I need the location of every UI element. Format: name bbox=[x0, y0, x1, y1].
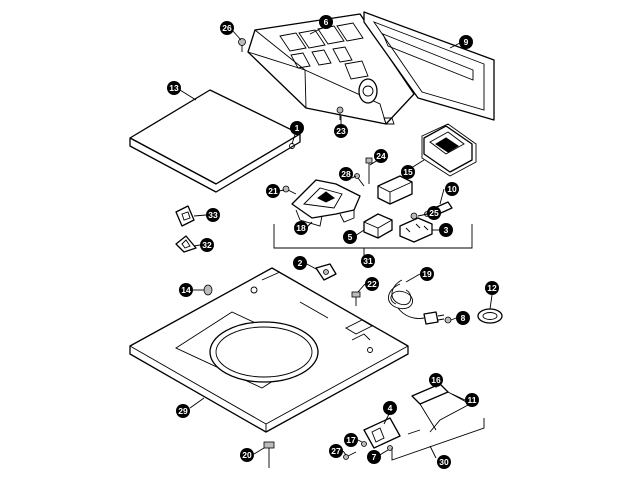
screw-27 bbox=[343, 451, 357, 460]
callout-16: 16 bbox=[429, 373, 443, 387]
callout-32: 32 bbox=[200, 238, 214, 252]
svg-text:11: 11 bbox=[468, 395, 477, 405]
svg-text:19: 19 bbox=[422, 269, 432, 279]
callout-4: 4 bbox=[383, 401, 397, 415]
svg-text:2: 2 bbox=[298, 258, 303, 268]
callout-2: 2 bbox=[293, 256, 307, 270]
callout-30: 30 bbox=[437, 455, 451, 469]
callout-21: 21 bbox=[266, 184, 280, 198]
cap-14 bbox=[203, 284, 213, 296]
power-cord bbox=[388, 279, 445, 325]
svg-text:6: 6 bbox=[324, 17, 329, 27]
callout-11: 11 bbox=[465, 393, 479, 407]
svg-text:24: 24 bbox=[376, 151, 386, 161]
console-panel bbox=[247, 13, 415, 125]
svg-text:18: 18 bbox=[296, 223, 306, 233]
callout-14: 14 bbox=[179, 283, 193, 297]
hinge-32 bbox=[175, 235, 197, 253]
actuator-assembly bbox=[363, 383, 471, 449]
callout-27: 27 bbox=[329, 444, 343, 458]
screw-25 bbox=[410, 212, 418, 220]
relay-block bbox=[377, 175, 413, 205]
screw-7 bbox=[387, 445, 393, 451]
switch-module bbox=[423, 125, 473, 173]
callout-18: 18 bbox=[294, 221, 308, 235]
screw-24 bbox=[365, 157, 373, 184]
svg-text:20: 20 bbox=[242, 450, 252, 460]
svg-text:13: 13 bbox=[169, 83, 179, 93]
callout-19: 19 bbox=[420, 267, 434, 281]
callout-29: 29 bbox=[176, 404, 190, 418]
svg-text:17: 17 bbox=[346, 435, 356, 445]
callout-24: 24 bbox=[374, 149, 388, 163]
svg-text:33: 33 bbox=[208, 210, 218, 220]
svg-text:1: 1 bbox=[295, 123, 300, 133]
bolt-20 bbox=[263, 441, 275, 468]
svg-text:12: 12 bbox=[487, 283, 497, 293]
callout-17: 17 bbox=[344, 433, 358, 447]
svg-text:5: 5 bbox=[348, 232, 353, 242]
switch-3 bbox=[399, 217, 433, 243]
svg-text:32: 32 bbox=[202, 240, 212, 250]
svg-text:15: 15 bbox=[403, 167, 413, 177]
screw-21 bbox=[282, 185, 297, 195]
svg-text:29: 29 bbox=[178, 406, 188, 416]
lid bbox=[129, 89, 301, 193]
lid-switch-bracket bbox=[291, 179, 361, 227]
callout-10: 10 bbox=[445, 182, 459, 196]
svg-text:31: 31 bbox=[363, 256, 373, 266]
assembly-bracket-30 bbox=[391, 418, 485, 461]
svg-text:3: 3 bbox=[444, 225, 449, 235]
hinge-33 bbox=[175, 205, 195, 227]
callout-31: 31 bbox=[361, 254, 375, 268]
svg-text:30: 30 bbox=[439, 457, 449, 467]
svg-text:23: 23 bbox=[336, 126, 346, 136]
svg-text:27: 27 bbox=[331, 446, 341, 456]
svg-text:7: 7 bbox=[372, 452, 377, 462]
svg-text:25: 25 bbox=[429, 208, 439, 218]
leader-lines bbox=[179, 23, 493, 459]
callout-6: 6 bbox=[319, 15, 333, 29]
svg-text:8: 8 bbox=[461, 313, 466, 323]
main-top bbox=[129, 267, 409, 433]
svg-text:16: 16 bbox=[431, 375, 441, 385]
assembly-bracket-31 bbox=[273, 224, 473, 249]
callout-22: 22 bbox=[365, 277, 379, 291]
callout-12: 12 bbox=[485, 281, 499, 295]
svg-text:9: 9 bbox=[464, 37, 469, 47]
callout-1: 1 bbox=[290, 121, 304, 135]
callout-7: 7 bbox=[367, 450, 381, 464]
callout-20: 20 bbox=[240, 448, 254, 462]
svg-text:10: 10 bbox=[447, 184, 457, 194]
callout-5: 5 bbox=[343, 230, 357, 244]
callout-25: 25 bbox=[427, 206, 441, 220]
callout-23: 23 bbox=[334, 124, 348, 138]
callout-3: 3 bbox=[439, 223, 453, 237]
callout-8: 8 bbox=[456, 311, 470, 325]
callout-26: 26 bbox=[220, 21, 234, 35]
console-back-panel bbox=[363, 11, 495, 121]
callout-33: 33 bbox=[206, 208, 220, 222]
screw-26 bbox=[238, 38, 246, 52]
screw-17 bbox=[361, 441, 367, 447]
screw-8 bbox=[444, 316, 452, 324]
callout-9: 9 bbox=[459, 35, 473, 49]
svg-text:22: 22 bbox=[367, 279, 377, 289]
screw-22 bbox=[351, 291, 361, 306]
svg-text:4: 4 bbox=[388, 403, 393, 413]
lid-switch bbox=[363, 213, 393, 239]
strain-relief bbox=[477, 308, 503, 324]
callout-13: 13 bbox=[167, 81, 181, 95]
svg-text:26: 26 bbox=[222, 23, 232, 33]
callout-15: 15 bbox=[401, 165, 415, 179]
callout-28: 28 bbox=[339, 167, 353, 181]
screw-28 bbox=[354, 173, 365, 187]
clip-2 bbox=[315, 263, 337, 281]
screw-23 bbox=[336, 106, 344, 120]
svg-text:28: 28 bbox=[341, 169, 351, 179]
svg-text:14: 14 bbox=[181, 285, 191, 295]
svg-text:21: 21 bbox=[268, 186, 278, 196]
module-inset-frame bbox=[421, 123, 477, 177]
